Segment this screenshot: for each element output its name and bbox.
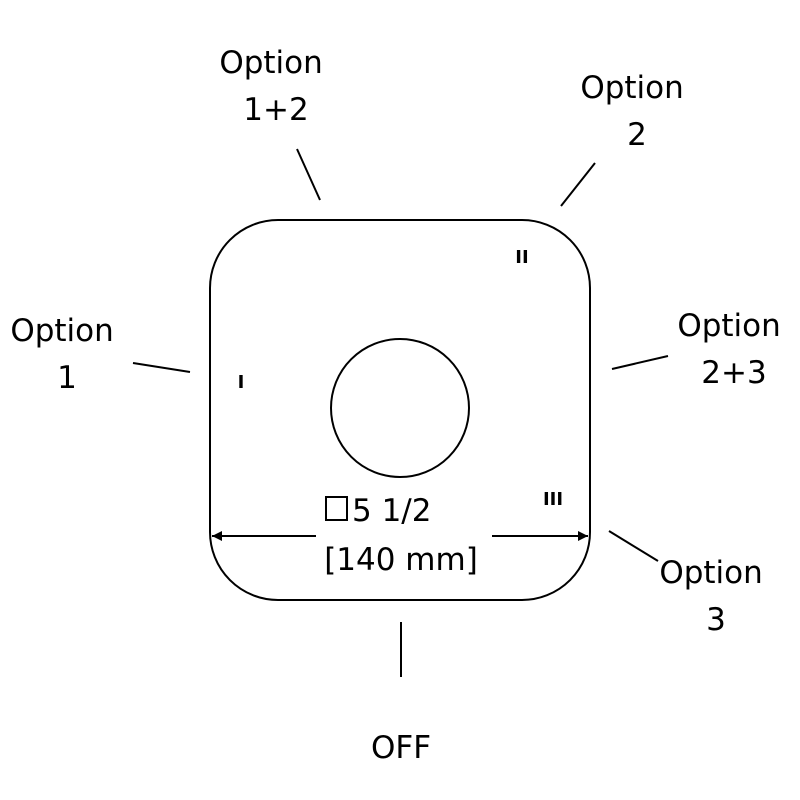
leader-option-3	[608, 530, 659, 562]
leader-option-1-2	[296, 148, 321, 201]
mark-one: I	[238, 372, 245, 393]
label-option-1-line-1: Option	[10, 313, 113, 349]
label-option-3-line-1: Option	[659, 555, 762, 591]
label-option-1-line-2: 1	[57, 360, 77, 396]
label-option-2-3-line-2: 2+3	[701, 355, 766, 391]
label-option-2-3-line-1: Option	[677, 308, 780, 344]
label-option-3-line-2: 3	[706, 602, 726, 638]
label-option-3: Option 3	[659, 555, 772, 638]
label-option-1-2-line-2: 1+2	[243, 92, 308, 128]
label-option-2: Option 2	[580, 70, 693, 153]
plate-outline	[209, 219, 591, 601]
leader-option-2	[560, 162, 596, 207]
label-option-2-line-2: 2	[627, 117, 647, 153]
label-option-2-3: Option 2+3	[677, 308, 790, 391]
mark-two: II	[515, 247, 528, 268]
dimension-metric: [140 mm]	[324, 542, 478, 578]
label-option-1-2: Option 1+2	[219, 45, 332, 128]
leader-option-1	[132, 362, 191, 373]
label-option-1: Option 1	[10, 313, 123, 396]
center-hole	[330, 338, 470, 478]
dimension-imperial: 5 1/2	[352, 493, 431, 529]
square-symbol-icon	[325, 496, 348, 521]
label-off: OFF	[371, 730, 431, 766]
leader-option-2-3	[611, 355, 669, 370]
label-option-1-2-line-1: Option	[219, 45, 322, 81]
mark-three: III	[543, 489, 563, 510]
label-option-2-line-1: Option	[580, 70, 683, 106]
